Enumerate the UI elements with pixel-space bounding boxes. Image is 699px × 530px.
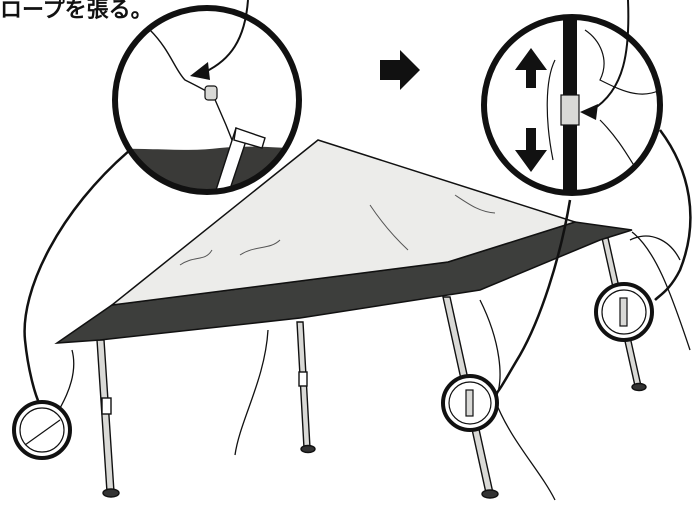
leg-front-left	[97, 340, 114, 492]
leg-adjuster	[299, 372, 307, 386]
callout-pole-adjust	[484, 0, 660, 210]
instruction-caption: ロープを張る。	[0, 0, 153, 24]
pole-lock	[561, 95, 579, 125]
detail-circle-stake	[14, 402, 70, 458]
leg-adjuster	[102, 398, 111, 414]
rope-tensioner	[205, 86, 217, 100]
detail-circle-leg-front-right	[443, 376, 497, 430]
detail-circle-leg-back-right	[596, 284, 652, 340]
arrow-right-icon	[380, 50, 420, 90]
